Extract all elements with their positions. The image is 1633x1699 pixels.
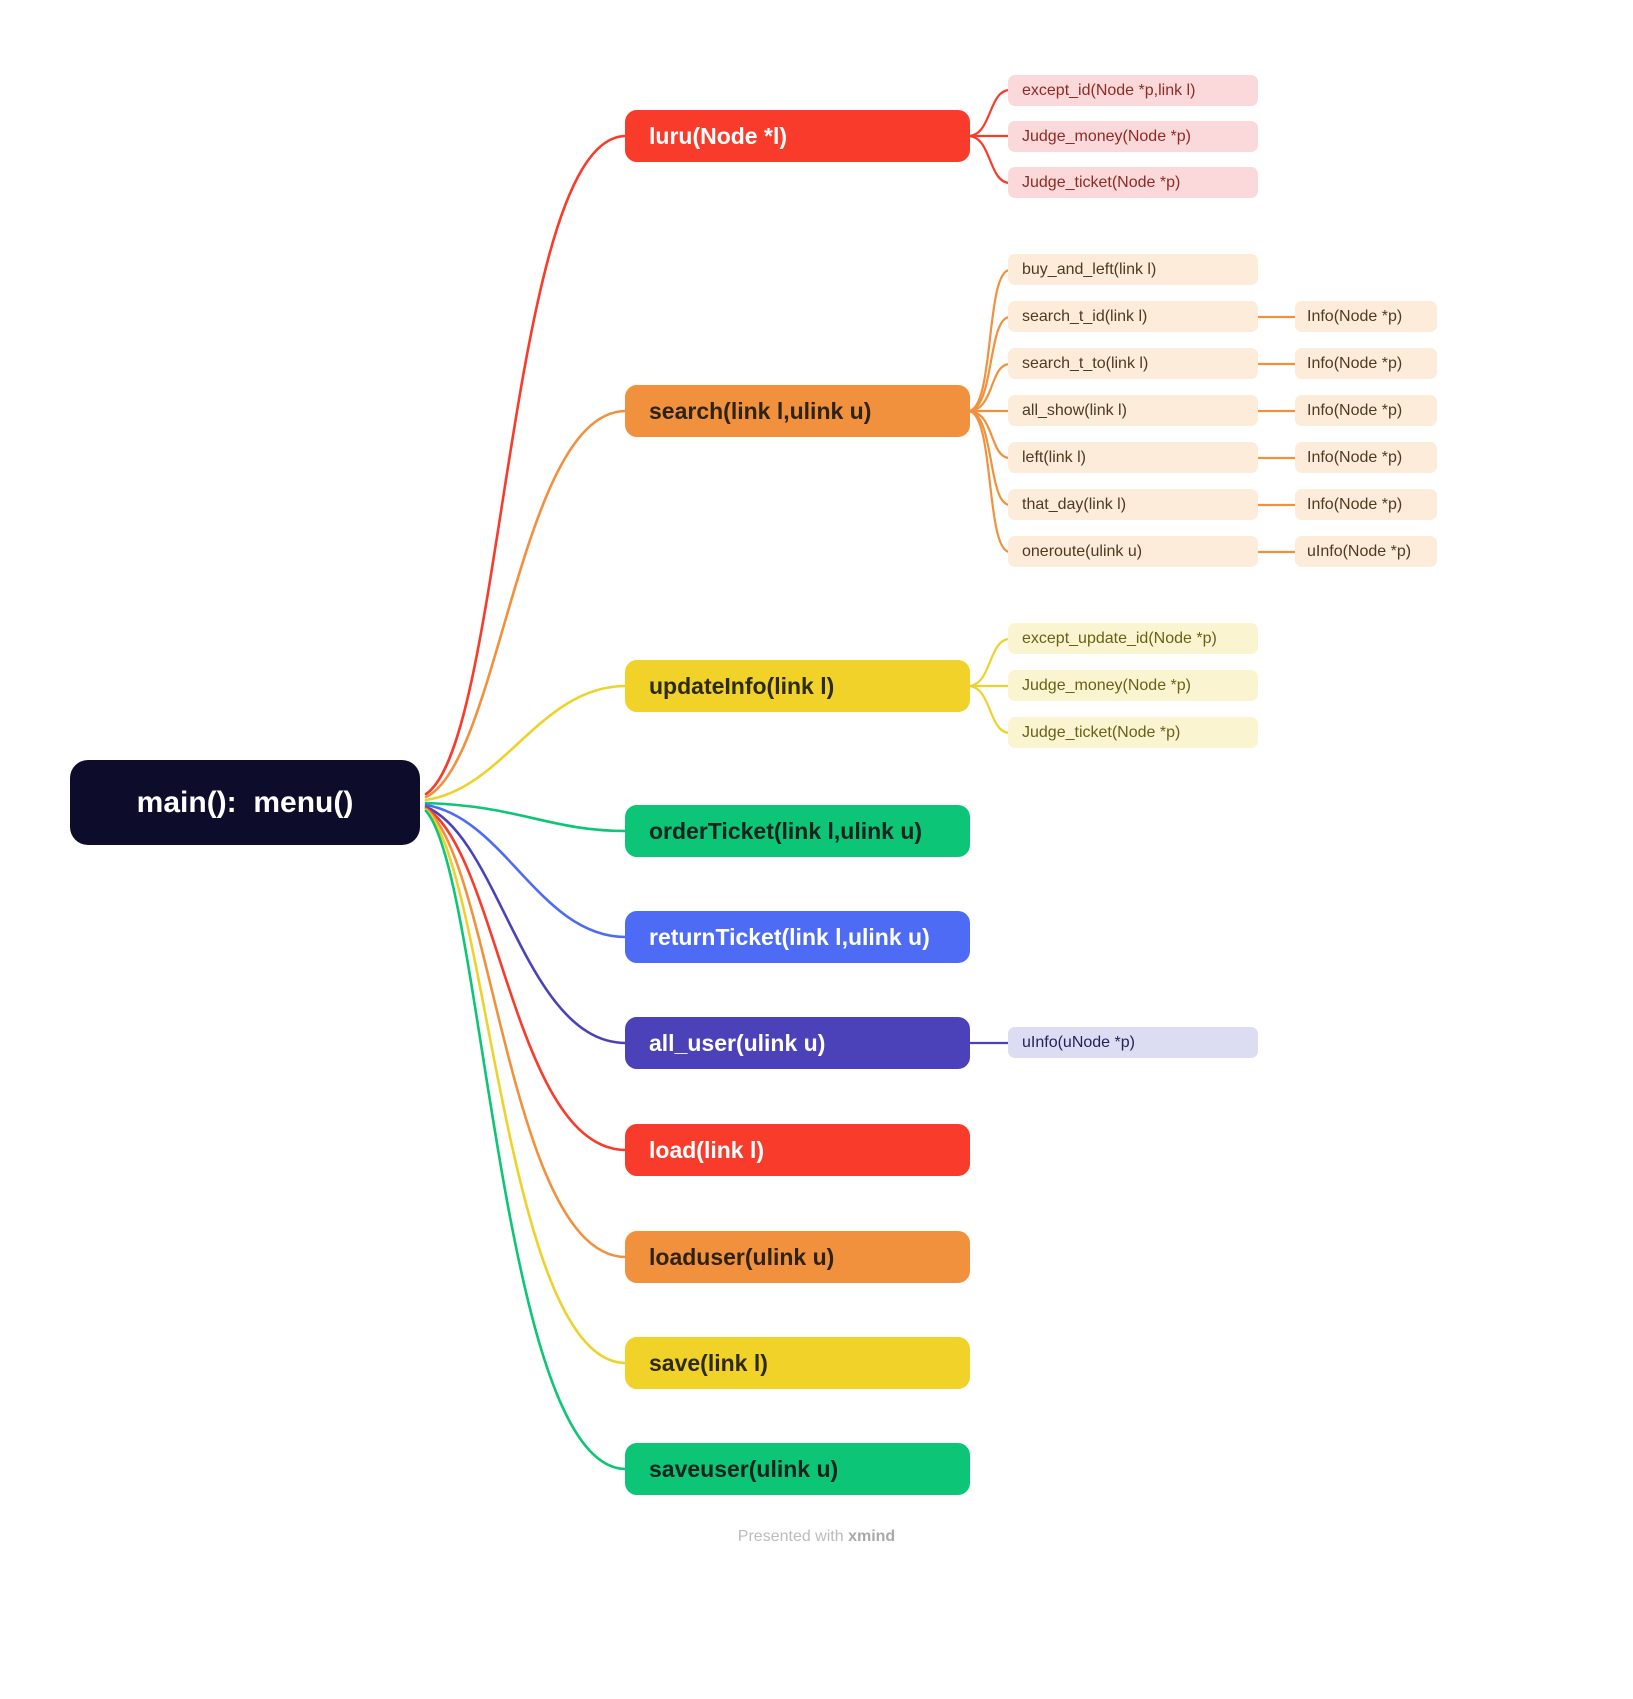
branch-saveuser[interactable]: saveuser(ulink u)	[625, 1443, 970, 1495]
branch-save[interactable]: save(link l)	[625, 1337, 970, 1389]
connector-updateinfo-child	[966, 684, 1012, 735]
grandchild-info-search-t-to[interactable]: Info(Node *p)	[1295, 348, 1437, 379]
child-buy-and-left[interactable]: buy_and_left(link l)	[1008, 254, 1258, 285]
connector-root-returnticket	[424, 803, 628, 939]
connector-root-saveuser	[424, 809, 628, 1471]
connector-search-child	[966, 315, 1012, 413]
connector-search-child	[966, 362, 1012, 413]
connector-search-child	[966, 409, 1012, 507]
child-except-update-id[interactable]: except_update_id(Node *p)	[1008, 623, 1258, 654]
root-label: main(): menu()	[136, 785, 354, 819]
child-except-id[interactable]: except_id(Node *p,link l)	[1008, 75, 1258, 106]
connector-root-save	[424, 808, 628, 1365]
watermark-prefix: Presented with	[737, 1528, 849, 1545]
connector-updateinfo-child	[966, 637, 1012, 688]
watermark: Presented with xmind	[738, 1528, 895, 1546]
child-search-t-to[interactable]: search_t_to(link l)	[1008, 348, 1258, 379]
connector-luru-child	[966, 88, 1012, 138]
branch-luru[interactable]: luru(Node *l)	[625, 110, 970, 162]
grandchild-uinfo-oneroute[interactable]: uInfo(Node *p)	[1295, 536, 1437, 567]
branch-updateinfo[interactable]: updateInfo(link l)	[625, 660, 970, 712]
child-oneroute[interactable]: oneroute(ulink u)	[1008, 536, 1258, 567]
connector-root-load	[424, 806, 628, 1152]
child-uinfo-unode[interactable]: uInfo(uNode *p)	[1008, 1027, 1258, 1058]
branch-alluser[interactable]: all_user(ulink u)	[625, 1017, 970, 1069]
connector-root-orderticket	[424, 801, 628, 833]
child-judge-money-2[interactable]: Judge_money(Node *p)	[1008, 670, 1258, 701]
connector-luru-child	[966, 134, 1012, 185]
connector-root-alluser	[424, 805, 628, 1045]
connector-root-updateinfo	[424, 684, 628, 802]
connector-root-luru	[424, 134, 628, 796]
branch-search[interactable]: search(link l,ulink u)	[625, 385, 970, 437]
connector-search-child	[966, 268, 1012, 413]
branch-orderticket[interactable]: orderTicket(link l,ulink u)	[625, 805, 970, 857]
child-judge-ticket-2[interactable]: Judge_ticket(Node *p)	[1008, 717, 1258, 748]
connector-root-loaduser	[424, 807, 628, 1259]
child-all-show[interactable]: all_show(link l)	[1008, 395, 1258, 426]
child-that-day[interactable]: that_day(link l)	[1008, 489, 1258, 520]
grandchild-info-all-show[interactable]: Info(Node *p)	[1295, 395, 1437, 426]
connector-root-search	[424, 409, 628, 799]
grandchild-info-left[interactable]: Info(Node *p)	[1295, 442, 1437, 473]
grandchild-info-that-day[interactable]: Info(Node *p)	[1295, 489, 1437, 520]
connector-search-child	[966, 409, 1012, 554]
branch-load[interactable]: load(link l)	[625, 1124, 970, 1176]
child-search-t-id[interactable]: search_t_id(link l)	[1008, 301, 1258, 332]
child-left[interactable]: left(link l)	[1008, 442, 1258, 473]
child-judge-money[interactable]: Judge_money(Node *p)	[1008, 121, 1258, 152]
connector-search-child	[966, 409, 1012, 460]
grandchild-info-search-t-id[interactable]: Info(Node *p)	[1295, 301, 1437, 332]
child-judge-ticket[interactable]: Judge_ticket(Node *p)	[1008, 167, 1258, 198]
branch-returnticket[interactable]: returnTicket(link l,ulink u)	[625, 911, 970, 963]
root-node-main-menu[interactable]: main(): menu()	[70, 760, 420, 845]
watermark-brand: xmind	[848, 1528, 896, 1545]
branch-loaduser[interactable]: loaduser(ulink u)	[625, 1231, 970, 1283]
